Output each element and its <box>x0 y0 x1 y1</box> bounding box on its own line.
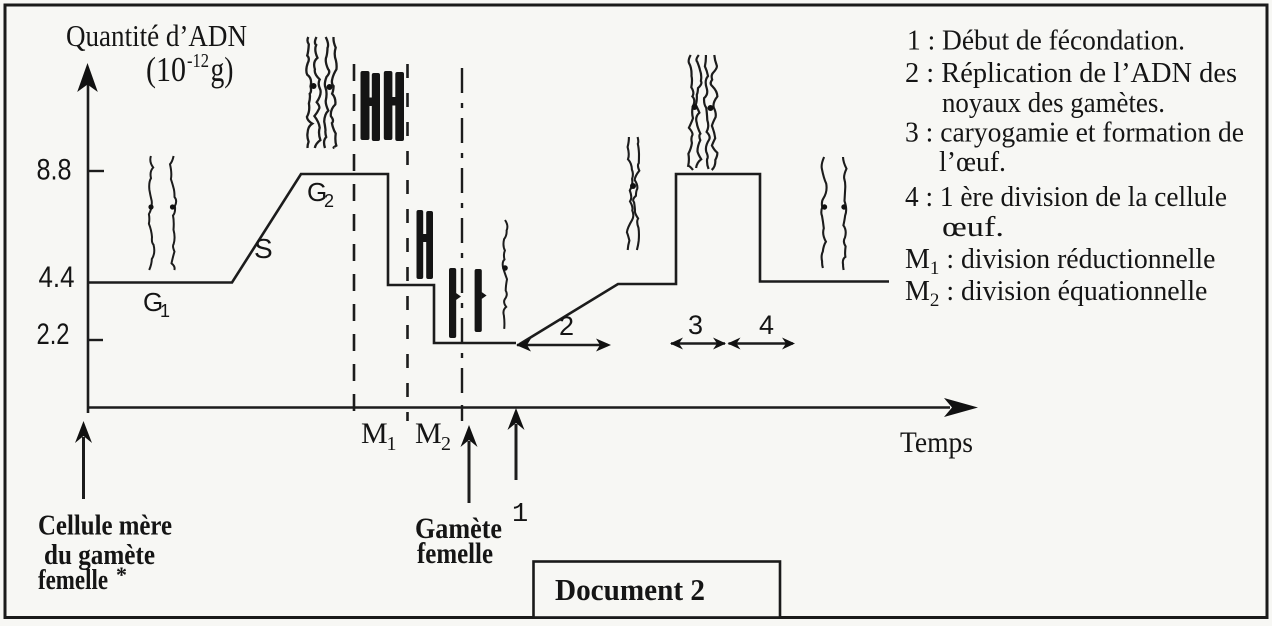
svg-text:3 : caryogamie et formation de: 3 : caryogamie et formation de <box>905 118 1244 149</box>
svg-text:noyaux des gamètes.: noyaux des gamètes. <box>942 88 1165 119</box>
svg-text:Document 2: Document 2 <box>555 572 705 607</box>
svg-text:G: G <box>307 177 327 207</box>
svg-text:g): g) <box>211 50 234 89</box>
svg-text:1: 1 <box>160 301 170 321</box>
svg-text:1: 1 <box>387 433 397 455</box>
svg-text:femelle: femelle <box>38 564 108 596</box>
svg-text:*: * <box>116 562 127 587</box>
svg-text:2 : Réplication de l’ADN des: 2 : Réplication de l’ADN des <box>905 58 1237 89</box>
svg-text:-12: -12 <box>187 50 209 72</box>
svg-text:M1 : division réductionnelle: M1 : division réductionnelle <box>905 244 1215 279</box>
svg-text:S: S <box>254 233 273 264</box>
svg-text:4.4: 4.4 <box>39 261 75 294</box>
svg-text:G: G <box>143 287 163 317</box>
svg-text:2: 2 <box>441 433 451 455</box>
svg-text:œuf.: œuf. <box>942 212 1004 243</box>
svg-text:1 : Début de fécondation.: 1 : Début de fécondation. <box>907 26 1185 57</box>
svg-text:M: M <box>361 417 388 450</box>
svg-text:1: 1 <box>512 500 528 530</box>
svg-text:2.2: 2.2 <box>37 318 70 351</box>
svg-text:2: 2 <box>324 191 334 211</box>
svg-text:Gamète: Gamète <box>415 512 502 545</box>
svg-text:2: 2 <box>559 311 574 341</box>
svg-text:(10: (10 <box>146 50 186 89</box>
svg-text:Temps: Temps <box>900 426 973 459</box>
svg-text:M2 : division équationnelle: M2 : division équationnelle <box>905 276 1207 311</box>
svg-text:du gamète: du gamète <box>44 539 155 571</box>
svg-text:8.8: 8.8 <box>37 154 72 187</box>
svg-text:4: 4 <box>759 310 774 340</box>
svg-text:3: 3 <box>688 310 703 340</box>
svg-text:Quantité d’ADN: Quantité d’ADN <box>66 18 247 53</box>
svg-text:Cellule mère: Cellule mère <box>38 510 172 542</box>
svg-text:l’œuf.: l’œuf. <box>939 147 1006 178</box>
svg-text:M: M <box>415 417 442 450</box>
svg-text:femelle: femelle <box>417 537 493 570</box>
svg-text:4 : 1 ère division de la cellu: 4 : 1 ère division de la cellule <box>905 182 1227 213</box>
